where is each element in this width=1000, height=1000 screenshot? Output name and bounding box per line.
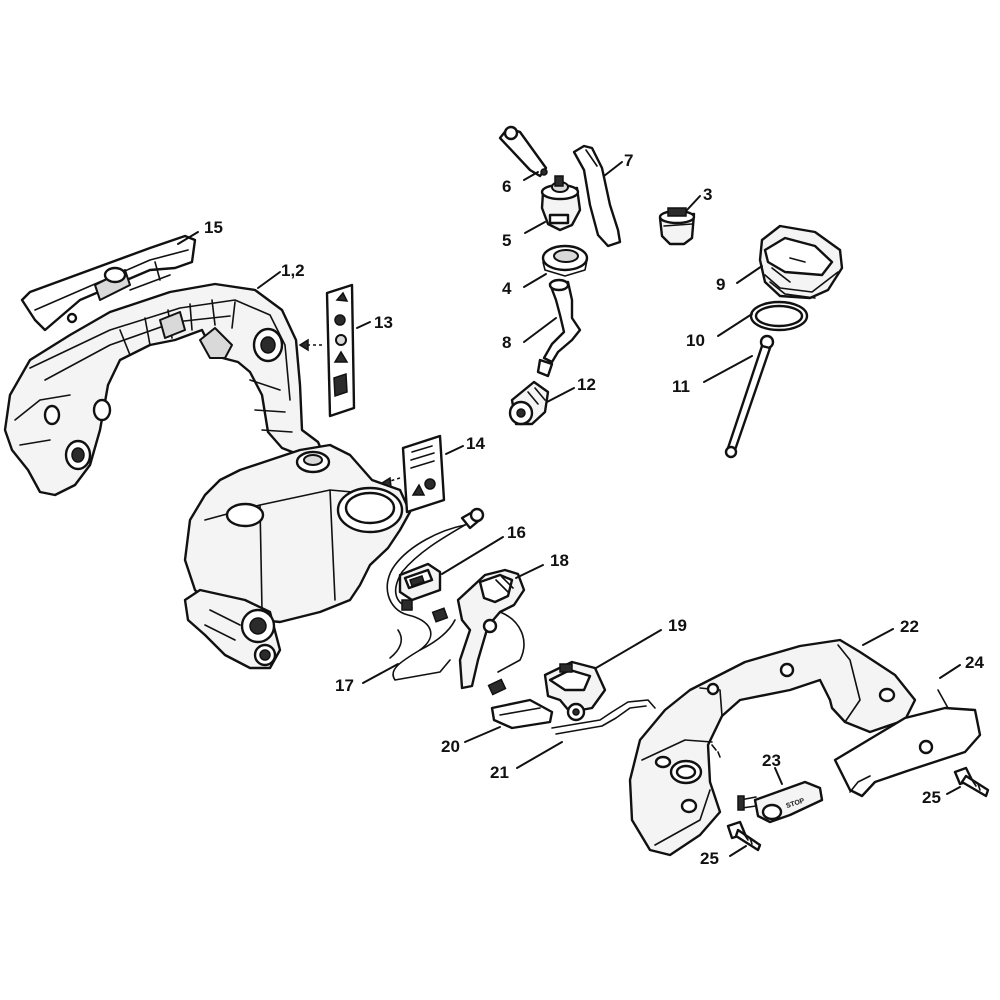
part-6-lever — [500, 127, 547, 176]
part-25-screw-a — [728, 822, 760, 850]
callout-22: 22 — [900, 617, 919, 636]
part-3-fitting — [660, 208, 694, 244]
callout-4: 4 — [502, 279, 512, 298]
part-9-cap — [760, 226, 842, 298]
callout-7: 7 — [624, 151, 633, 170]
callout-5: 5 — [502, 231, 511, 250]
callout-24: 24 — [965, 653, 984, 672]
part-13-label — [300, 285, 354, 416]
part-4-seal — [543, 246, 587, 276]
part-25-screw-b — [955, 768, 988, 796]
part-10-o-ring — [751, 302, 807, 330]
part-12-filter — [510, 382, 548, 424]
fuel-tank — [185, 445, 410, 668]
callout-3: 3 — [703, 185, 712, 204]
callout-10: 10 — [686, 331, 705, 350]
callout-19: 19 — [668, 616, 687, 635]
part-7-hose — [574, 146, 620, 246]
part-5-valve — [542, 176, 580, 230]
callout-14: 14 — [466, 434, 485, 453]
part-23-stop-switch: STOP — [738, 782, 822, 822]
callout-1-2: 1,2 — [281, 261, 305, 280]
callout-13: 13 — [374, 313, 393, 332]
callout-12: 12 — [577, 375, 596, 394]
part-11-strap — [726, 336, 773, 457]
part-20-spring — [492, 700, 552, 728]
callout-18: 18 — [550, 551, 569, 570]
callout-17: 17 — [335, 676, 354, 695]
callout-25-left: 25 — [700, 849, 719, 868]
callout-15: 15 — [204, 218, 223, 237]
callout-23: 23 — [762, 751, 781, 770]
callout-9: 9 — [716, 275, 725, 294]
callout-8: 8 — [502, 333, 511, 352]
part-18-trigger — [458, 570, 524, 694]
part-19-lock — [545, 662, 605, 720]
callout-21: 21 — [490, 763, 509, 782]
callout-11: 11 — [672, 377, 690, 396]
callout-16: 16 — [507, 523, 526, 542]
callout-25-right: 25 — [922, 788, 941, 807]
callout-20: 20 — [441, 737, 460, 756]
callout-6: 6 — [502, 177, 511, 196]
part-16-switch — [400, 564, 440, 600]
